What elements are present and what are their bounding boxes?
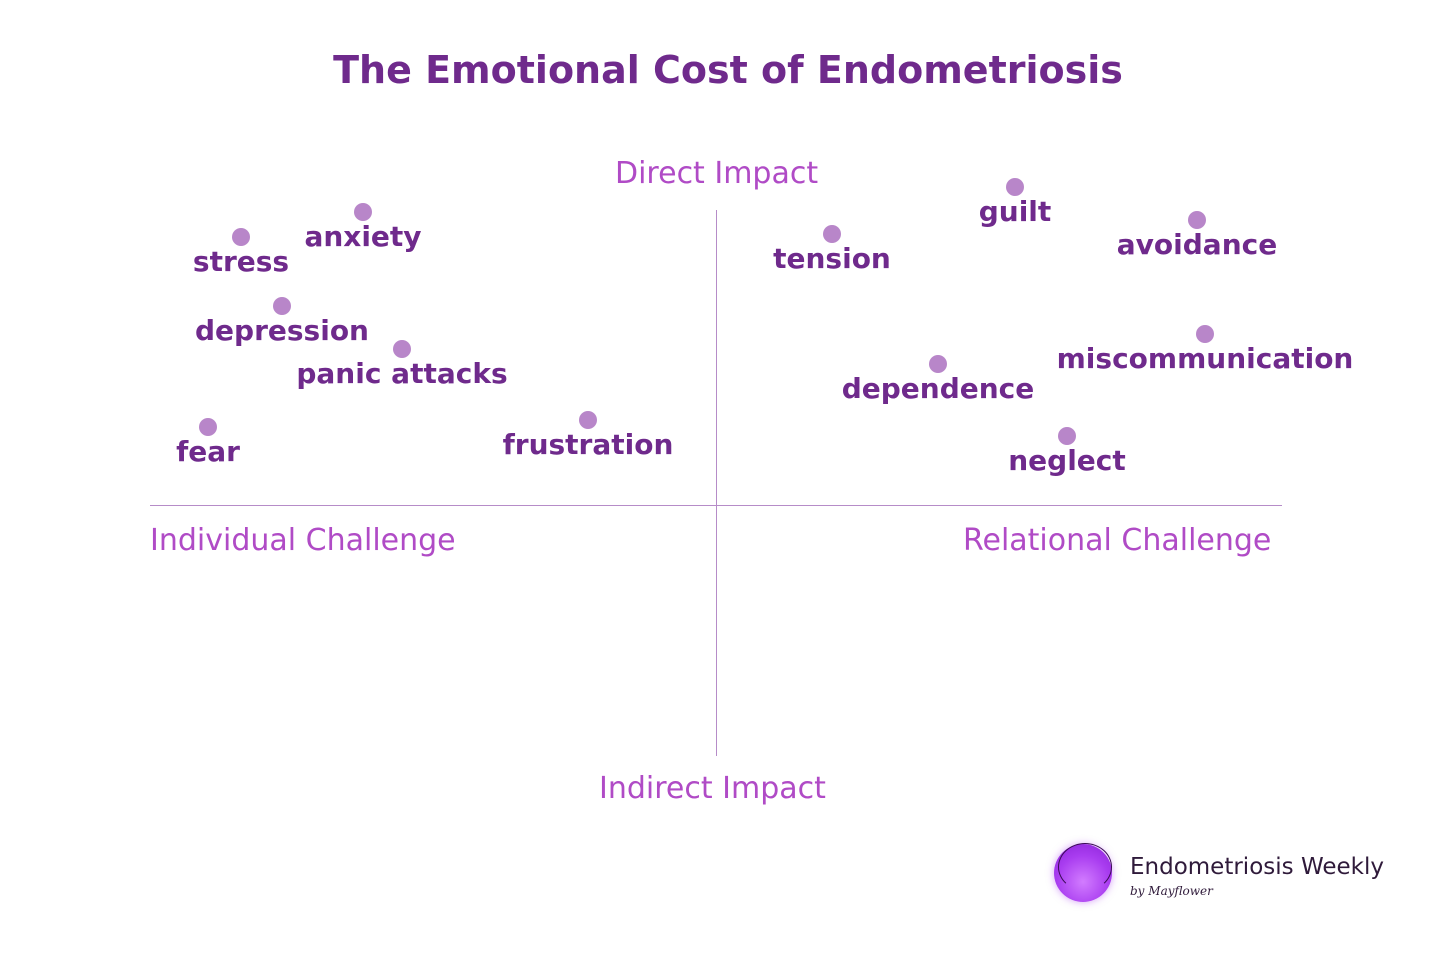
point-label: anxiety bbox=[304, 220, 422, 253]
point-label: frustration bbox=[502, 428, 674, 461]
point-label: dependence bbox=[841, 372, 1035, 405]
point-label: fear bbox=[176, 435, 240, 468]
horizontal-axis-line bbox=[150, 505, 1282, 506]
point-dot bbox=[199, 418, 217, 436]
point-dot bbox=[929, 355, 947, 373]
diagram-title: The Emotional Cost of Endometriosis bbox=[333, 48, 1123, 92]
point-label: guilt bbox=[978, 195, 1052, 228]
brand-logo: Endometriosis Weekly by Mayflower bbox=[1050, 840, 1390, 910]
point-dot bbox=[579, 411, 597, 429]
point-dot bbox=[354, 203, 372, 221]
orb-ring-icon bbox=[1058, 843, 1112, 891]
point-dot bbox=[1058, 427, 1076, 445]
point-dot bbox=[393, 340, 411, 358]
axis-label-right: Relational Challenge bbox=[963, 523, 1272, 558]
point-dot bbox=[273, 297, 291, 315]
point-label: depression bbox=[195, 314, 369, 347]
point-dot bbox=[823, 225, 841, 243]
brand-byline: by Mayflower bbox=[1130, 884, 1213, 898]
axis-label-bottom: Indirect Impact bbox=[599, 771, 826, 806]
brand-name: Endometriosis Weekly bbox=[1130, 854, 1384, 880]
axis-label-left: Individual Challenge bbox=[150, 523, 456, 558]
axis-label-top: Direct Impact bbox=[615, 156, 819, 191]
point-label: tension bbox=[773, 242, 891, 275]
point-label: avoidance bbox=[1116, 228, 1278, 261]
point-label: stress bbox=[192, 245, 290, 278]
point-dot bbox=[1196, 325, 1214, 343]
vertical-axis-line bbox=[716, 210, 717, 756]
point-label: panic attacks bbox=[296, 357, 508, 390]
point-label: miscommunication bbox=[1056, 342, 1354, 375]
point-dot bbox=[1006, 178, 1024, 196]
point-label: neglect bbox=[1008, 444, 1126, 477]
point-dot bbox=[232, 228, 250, 246]
point-dot bbox=[1188, 211, 1206, 229]
